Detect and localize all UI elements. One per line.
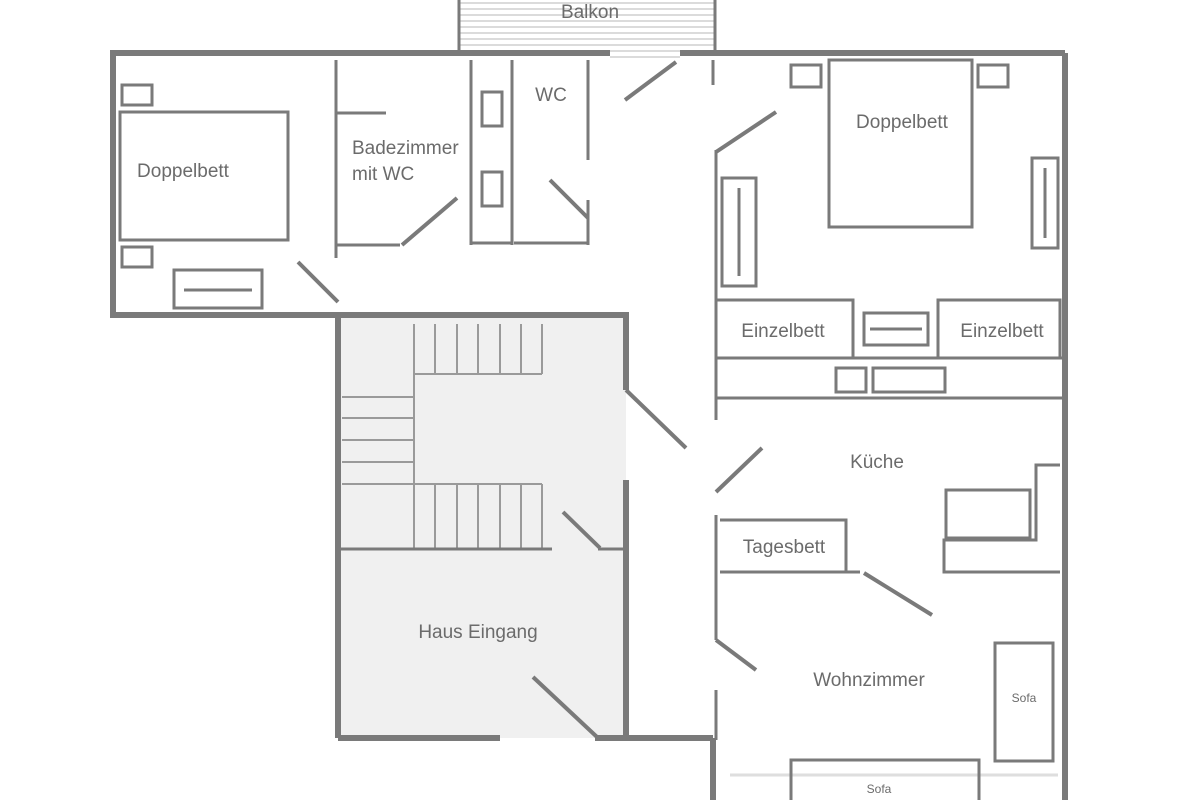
label-bad-1: Badezimmer [352,138,459,159]
label-wohnzimmer: Wohnzimmer [813,670,925,691]
label-balkon: Balkon [561,2,619,23]
stairwell-floor [338,318,626,738]
balkon-area [457,0,717,58]
hall-doors [531,388,688,739]
balkon-door [623,60,678,102]
outer-walls [110,50,1068,800]
label-bad-2: mit WC [352,164,414,185]
bedroom-left [118,83,340,310]
label-doppelbett-left: Doppelbett [137,161,230,182]
wc-room [514,60,590,245]
bathroom [334,60,514,258]
label-doppelbett-right: Doppelbett [856,112,949,133]
label-einzelbett-2: Einzelbett [960,321,1044,342]
label-sofa-bottom: Sofa [867,782,892,796]
label-sofa-right: Sofa [1012,691,1037,705]
label-tagesbett: Tagesbett [743,537,826,558]
bedroom-right [711,58,1062,420]
label-einzelbett-1: Einzelbett [741,321,825,342]
label-haus-eingang: Haus Eingang [418,622,537,643]
living-room [714,638,1058,800]
kitchen [714,366,1062,640]
staircase [340,324,552,551]
label-wc: WC [535,85,567,106]
label-kueche: Küche [850,452,904,473]
